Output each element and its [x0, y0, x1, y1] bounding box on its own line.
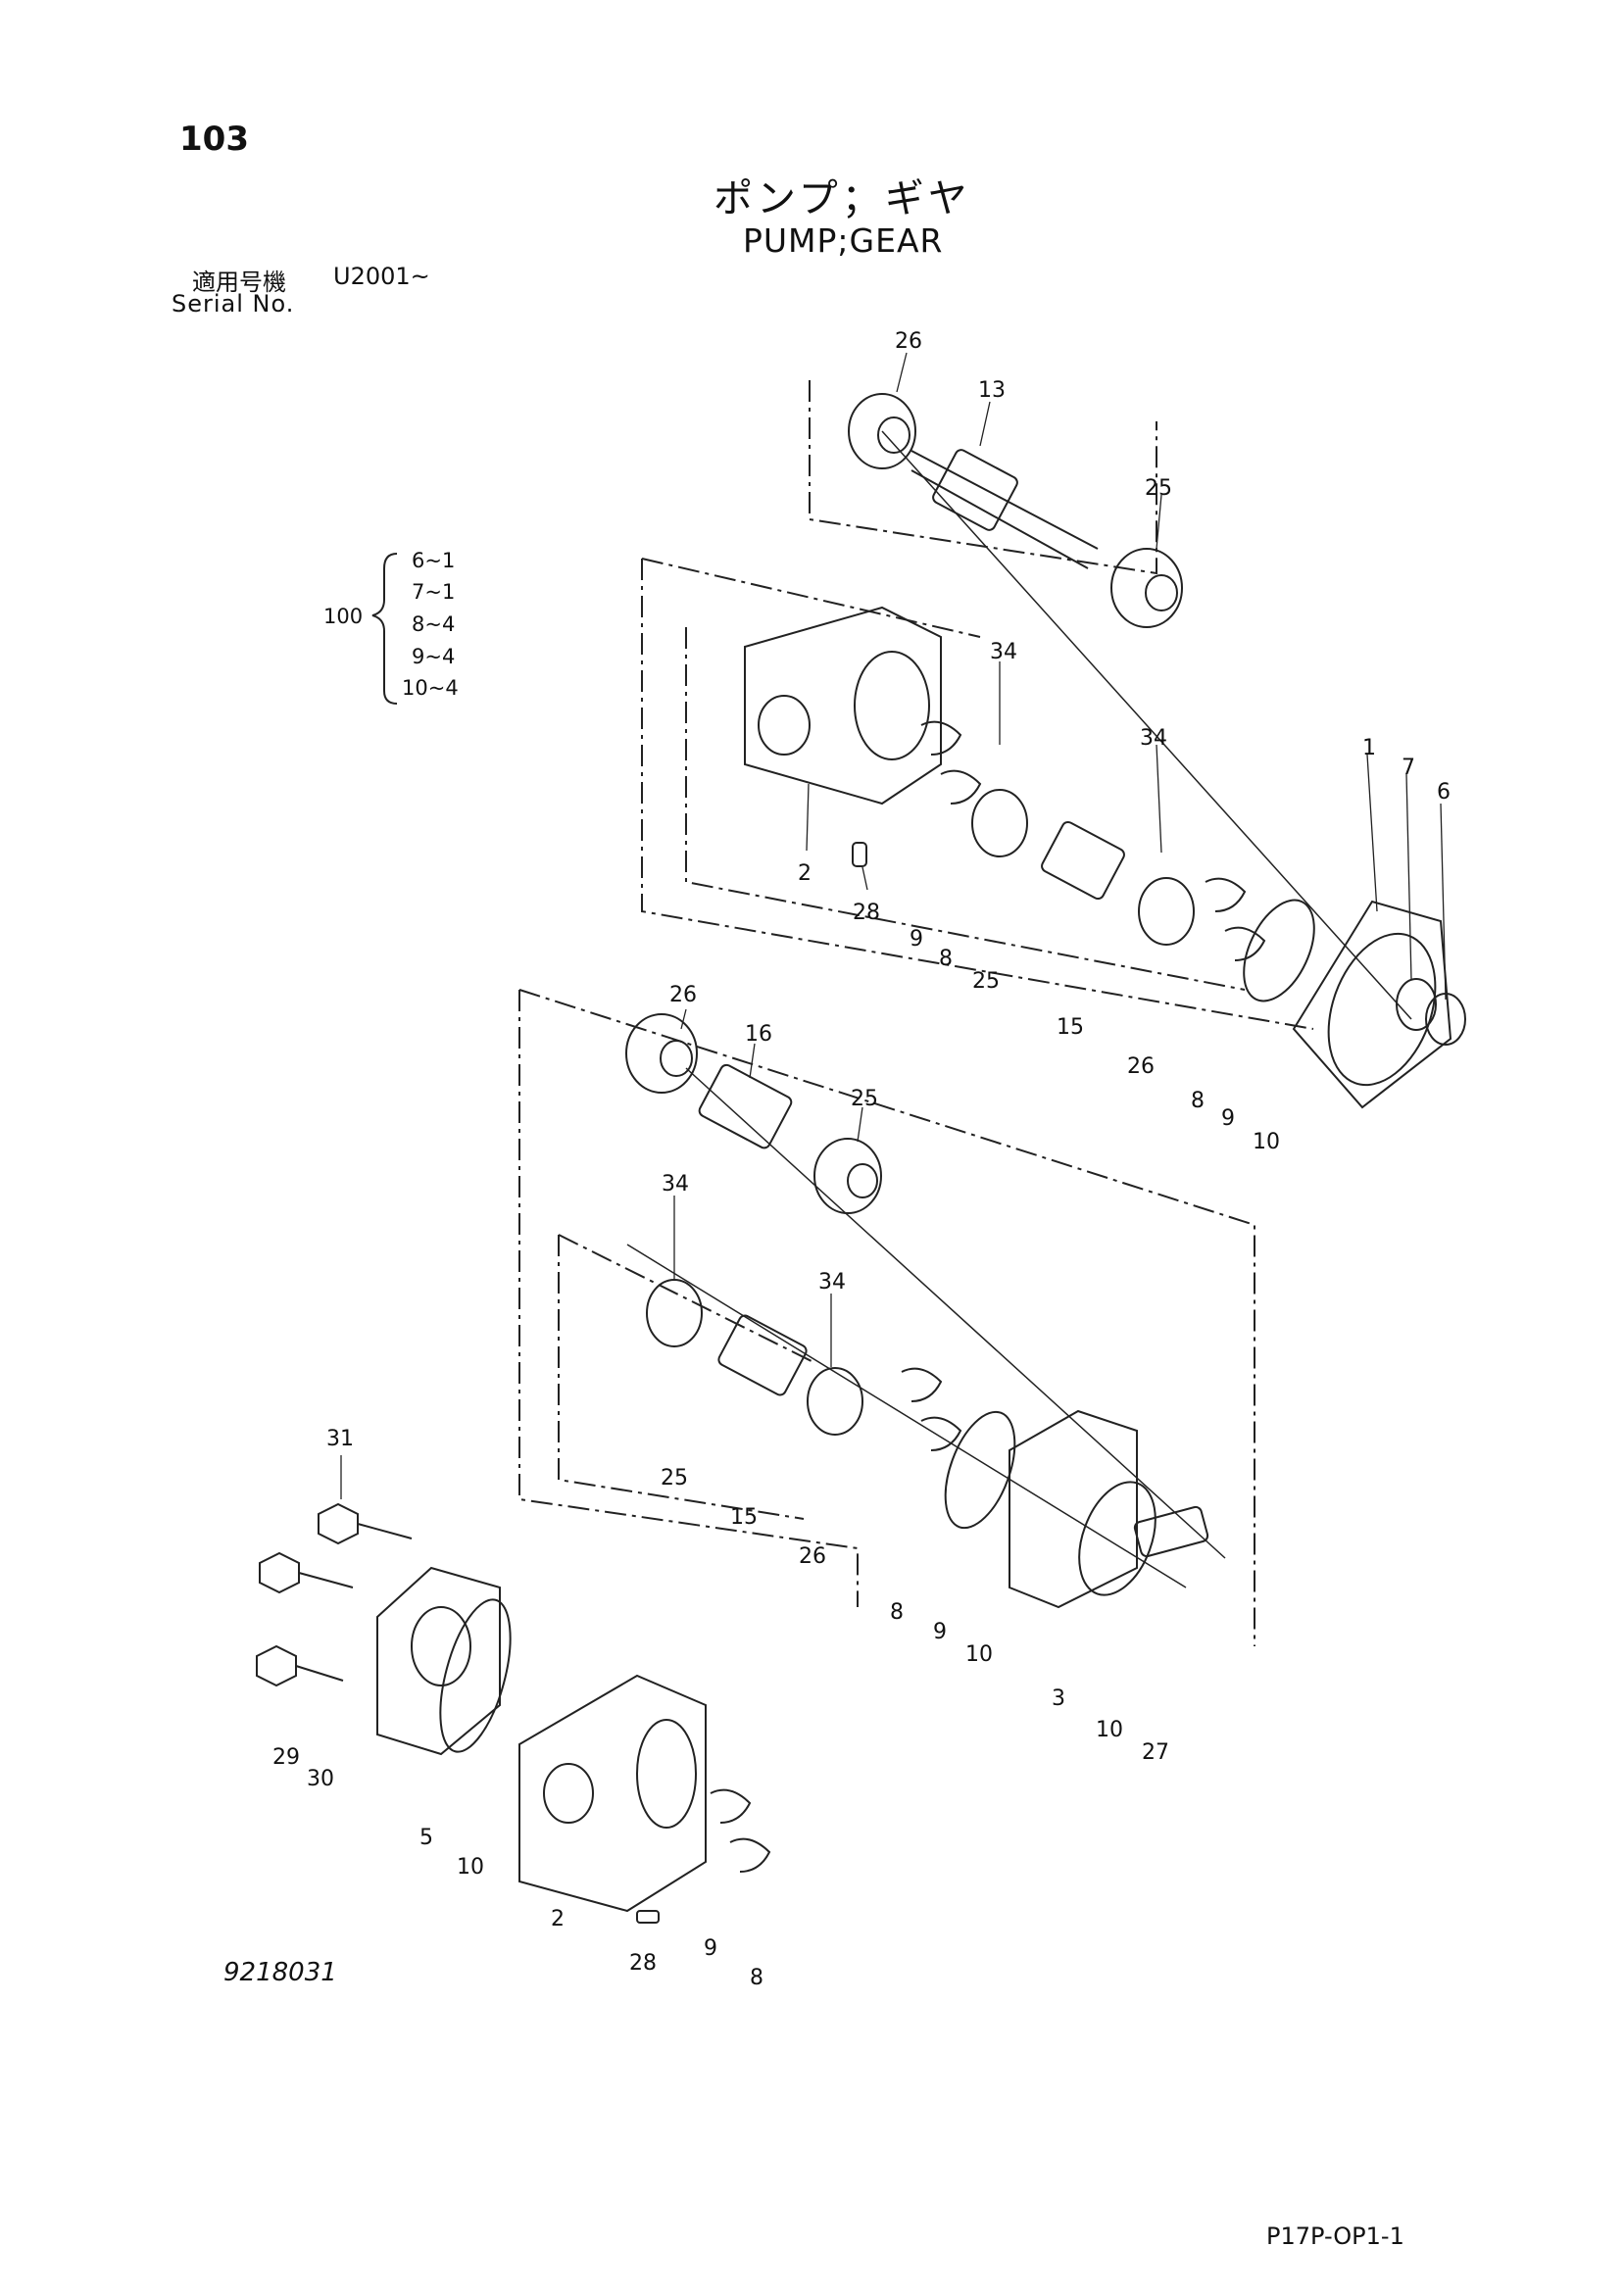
callout: 26 — [1127, 1054, 1155, 1079]
callout: 31 — [326, 1427, 354, 1451]
bearing-26-mid — [625, 1013, 698, 1094]
centre-lines — [626, 430, 1412, 1588]
callout: 3 — [1052, 1686, 1065, 1711]
bolts-29-30-31 — [256, 1502, 413, 1687]
callout: 15 — [1057, 1015, 1084, 1040]
callout: 9 — [933, 1620, 947, 1644]
kit-item: 10~4 — [402, 676, 459, 700]
callout: 13 — [978, 378, 1006, 403]
callout: 25 — [1145, 476, 1172, 501]
snap-rings-right — [1205, 877, 1315, 1002]
bushing-25-mid — [971, 789, 1028, 857]
callout: 34 — [990, 640, 1017, 664]
bushing-26-right — [1138, 877, 1195, 946]
callout-labels: 26 13 25 34 34 1 7 6 2 28 9 8 25 15 26 8… — [272, 329, 1451, 1990]
callout: 5 — [419, 1826, 433, 1850]
pump-body-3 — [1009, 1409, 1209, 1609]
drive-gear-16 — [698, 1063, 793, 1149]
kit-item: 7~1 — [412, 580, 456, 604]
callout: 1 — [1362, 736, 1376, 760]
callout: 8 — [750, 1966, 763, 1990]
rear-cover-5 — [376, 1566, 501, 1756]
callout: 15 — [730, 1505, 758, 1530]
kit-item: 6~1 — [412, 549, 456, 572]
callout: 6 — [1437, 780, 1451, 805]
callout: 9 — [910, 927, 923, 952]
page-code: P17P-OP1-1 — [1266, 2223, 1404, 2250]
kit-item: 8~4 — [412, 612, 456, 636]
callout: 26 — [799, 1544, 826, 1569]
pump-body-2-top — [744, 606, 942, 867]
callout: 26 — [669, 983, 697, 1007]
title-japanese: ポンプ；ギヤ — [714, 176, 971, 221]
bearing-26-top — [848, 393, 916, 469]
snap-rings-bottom — [710, 1788, 771, 1873]
callout: 30 — [307, 1767, 334, 1791]
callout: 10 — [965, 1642, 993, 1667]
kit-brace — [371, 553, 398, 705]
drawing-reference-code: 9218031 — [223, 1958, 337, 1987]
callout: 27 — [1142, 1740, 1169, 1765]
gear-15-top — [1041, 820, 1125, 901]
callout: 10 — [457, 1855, 484, 1880]
callout: 25 — [661, 1466, 688, 1490]
callout: 26 — [895, 329, 922, 354]
callout: 8 — [1191, 1089, 1205, 1113]
leader-lines — [340, 352, 1447, 1499]
callout: 7 — [1402, 756, 1415, 780]
callout: 34 — [1140, 726, 1167, 751]
bearing-25-top — [1110, 548, 1183, 628]
callout: 10 — [1253, 1130, 1280, 1154]
callout: 2 — [551, 1907, 565, 1931]
callout: 9 — [704, 1936, 717, 1961]
drive-gear-13 — [910, 449, 1099, 569]
serial-value: U2001~ — [333, 263, 430, 290]
callout: 2 — [798, 861, 812, 886]
o-ring-10-bot — [439, 1598, 512, 1753]
title-english: PUMP;GEAR — [743, 221, 944, 260]
callout: 25 — [972, 969, 1000, 994]
callout: 8 — [939, 947, 953, 971]
front-cover-1 — [1292, 900, 1466, 1109]
callout: 29 — [272, 1745, 300, 1770]
callout: 25 — [851, 1087, 878, 1111]
pump-body-2-bottom — [518, 1674, 707, 1924]
dashed-enclosures — [518, 380, 1314, 1646]
bushing-26-c — [807, 1367, 863, 1436]
callout: 8 — [890, 1600, 904, 1625]
serial-label-japanese: 適用号機 — [192, 269, 286, 296]
callout: 34 — [818, 1270, 846, 1295]
kit-item: 9~4 — [412, 645, 456, 668]
kit-number: 100 — [323, 605, 364, 628]
serial-label-english: Serial No. — [172, 290, 295, 318]
callout: 34 — [662, 1172, 689, 1197]
snap-rings-mid — [901, 1367, 1016, 1530]
page-number: 103 — [179, 120, 249, 159]
snap-rings-top — [920, 720, 982, 805]
callout: 9 — [1221, 1106, 1235, 1131]
callout: 16 — [745, 1022, 772, 1047]
gear-15-mid — [717, 1314, 808, 1396]
bushing-25-c — [646, 1279, 703, 1347]
callout: 28 — [853, 901, 880, 925]
bearing-25-b — [813, 1138, 882, 1214]
callout: 10 — [1096, 1718, 1123, 1742]
callout: 28 — [629, 1951, 657, 1976]
